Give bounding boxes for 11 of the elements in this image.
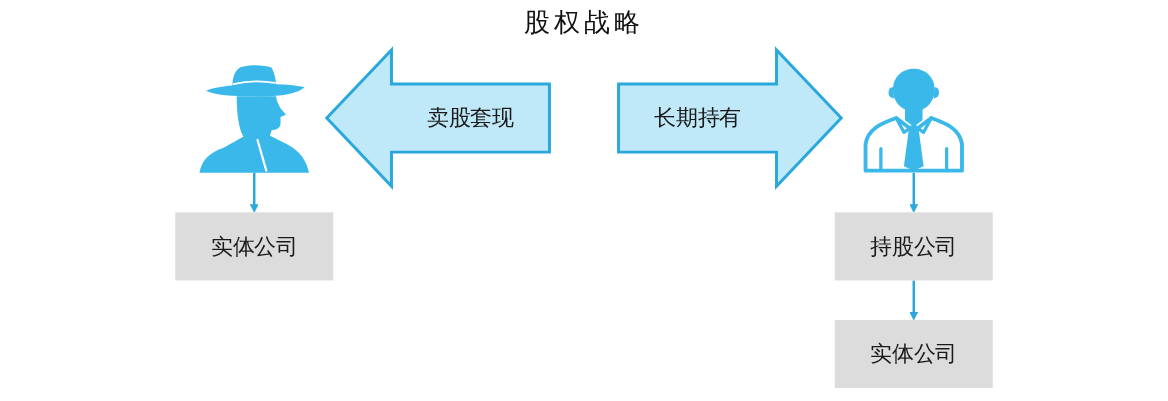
arrow [249, 172, 259, 213]
company-box: 实体公司 [175, 212, 334, 281]
company-box: 持股公司 [834, 212, 993, 281]
arrow [909, 172, 919, 213]
person-in-hat-icon [199, 65, 310, 173]
company-box: 实体公司 [834, 319, 993, 389]
arrow [909, 280, 919, 321]
right-block-arrow: 长期持有 [617, 46, 844, 190]
diagram-title: 股权战略 [524, 6, 644, 38]
left-block-arrow: 卖股套现 [324, 46, 551, 190]
person-with-tie-icon [863, 68, 964, 173]
